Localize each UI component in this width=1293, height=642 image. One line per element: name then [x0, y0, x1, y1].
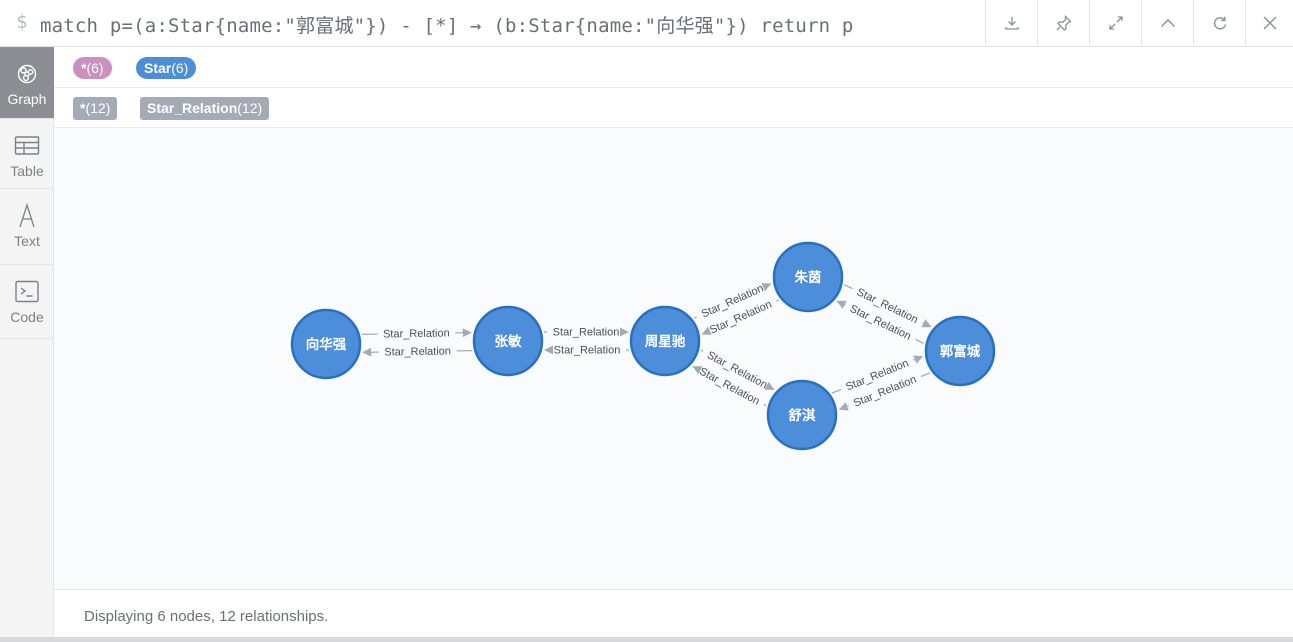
expand-icon: [1108, 16, 1123, 30]
relationship-edge[interactable]: [775, 299, 780, 302]
close-button[interactable]: [1245, 0, 1293, 46]
relationship-edge[interactable]: [920, 372, 931, 378]
relationship-edge[interactable]: [763, 404, 767, 407]
graph-node-zy[interactable]: 朱茵: [772, 241, 844, 313]
relationship-edge[interactable]: [693, 316, 698, 319]
graph-node-zm[interactable]: 张敏: [472, 305, 544, 377]
graph-node-gfc[interactable]: 郭富城: [924, 315, 996, 387]
rel-type-star-relation-tag[interactable]: Star_Relation(12): [140, 97, 270, 120]
node-label-star-pill[interactable]: Star(6): [136, 57, 197, 79]
pill-name: *: [81, 60, 87, 76]
tag-name: Star_Relation: [147, 100, 238, 116]
relationship-edge-arrow[interactable]: [764, 381, 775, 391]
relationship-label[interactable]: Star_Relation: [383, 327, 450, 340]
node-caption: 郭富城: [940, 343, 981, 360]
sidebar-item-table[interactable]: Table: [0, 119, 54, 189]
sidebar-item-label: Table: [10, 163, 44, 179]
graph-node-xhq[interactable]: 向华强: [290, 308, 362, 380]
relationship-edge-arrow[interactable]: [761, 283, 772, 292]
node-circle[interactable]: [290, 308, 362, 380]
relationship-edge[interactable]: [844, 284, 853, 290]
relationship-edge[interactable]: [700, 349, 704, 352]
sidebar-item-graph[interactable]: Graph: [0, 47, 54, 119]
tag-count: (12): [85, 100, 111, 116]
node-labels-legend: *(6) Star(6): [54, 48, 1293, 88]
relationship-edge[interactable]: [831, 388, 842, 394]
relationship-label[interactable]: Star_Relation: [554, 345, 621, 357]
node-caption: 周星驰: [645, 334, 686, 350]
chevron-up-icon: [1160, 19, 1175, 27]
graph-node-zxc[interactable]: 周星驰: [629, 305, 701, 377]
status-bar: Displaying 6 nodes, 12 relationships.: [54, 589, 1293, 642]
text-icon: [19, 203, 35, 228]
collapse-button[interactable]: [1141, 0, 1193, 46]
relationship-label[interactable]: Star_Relation: [553, 327, 620, 339]
node-label-all-pill[interactable]: *(6): [73, 57, 112, 79]
rel-type-all-tag[interactable]: *(12): [73, 97, 118, 120]
tag-count: (12): [237, 100, 263, 116]
download-button[interactable]: [985, 0, 1037, 46]
node-caption: 向华强: [306, 336, 347, 353]
node-circle[interactable]: [924, 315, 996, 387]
relationship-edge-arrow[interactable]: [921, 319, 932, 328]
pin-icon: [1056, 14, 1072, 31]
node-circle[interactable]: [766, 379, 838, 451]
status-text: Displaying 6 nodes, 12 relationships.: [84, 608, 329, 625]
rerun-button[interactable]: [1193, 0, 1245, 46]
download-icon: [1004, 17, 1019, 30]
sidebar-item-label: Text: [14, 233, 40, 249]
prompt-symbol: $: [16, 11, 28, 33]
relationship-edge-arrow[interactable]: [692, 365, 703, 375]
pill-name: Star: [144, 60, 172, 76]
sidebar-item-code[interactable]: Code: [0, 265, 54, 339]
pill-count: (6): [171, 60, 189, 76]
sidebar-item-label: Graph: [7, 91, 47, 107]
expand-button[interactable]: [1089, 0, 1141, 46]
relationship-types-legend: *(12) Star_Relation(12): [54, 88, 1293, 128]
relationship-edge-arrow[interactable]: [701, 326, 712, 335]
node-caption: 朱茵: [795, 269, 822, 286]
relationship-label[interactable]: Star_Relation: [384, 345, 451, 358]
query-text[interactable]: match p=(a:Star{name:"郭富城"}) - [*] → (b:…: [40, 15, 854, 37]
node-circle[interactable]: [629, 305, 701, 377]
graph-icon: [17, 64, 37, 84]
pill-count: (6): [86, 60, 104, 76]
close-icon: [1263, 16, 1276, 30]
refresh-icon: [1213, 16, 1226, 30]
sidebar-item-text[interactable]: Text: [0, 189, 54, 265]
node-caption: 张敏: [495, 333, 523, 350]
relationship-edge-arrow[interactable]: [838, 402, 849, 411]
relationship-edge-arrow[interactable]: [836, 300, 847, 309]
view-sidebar: Graph Table Text Code: [0, 47, 54, 642]
relationship-edge[interactable]: [915, 338, 924, 344]
query-bar: $ match p=(a:Star{name:"郭富城"}) - [*] → (…: [0, 0, 1293, 47]
tag-name: *: [80, 100, 86, 116]
table-icon: [14, 136, 40, 155]
node-circle[interactable]: [472, 305, 544, 377]
graph-node-sq[interactable]: 舒淇: [766, 379, 838, 451]
node-circle[interactable]: [772, 241, 844, 313]
relationship-edge-arrow[interactable]: [913, 355, 924, 364]
node-caption: 舒淇: [789, 407, 817, 424]
code-icon: [15, 280, 39, 303]
sidebar-item-label: Code: [10, 309, 44, 325]
pin-button[interactable]: [1037, 0, 1089, 46]
bottom-divider: [0, 637, 1293, 642]
